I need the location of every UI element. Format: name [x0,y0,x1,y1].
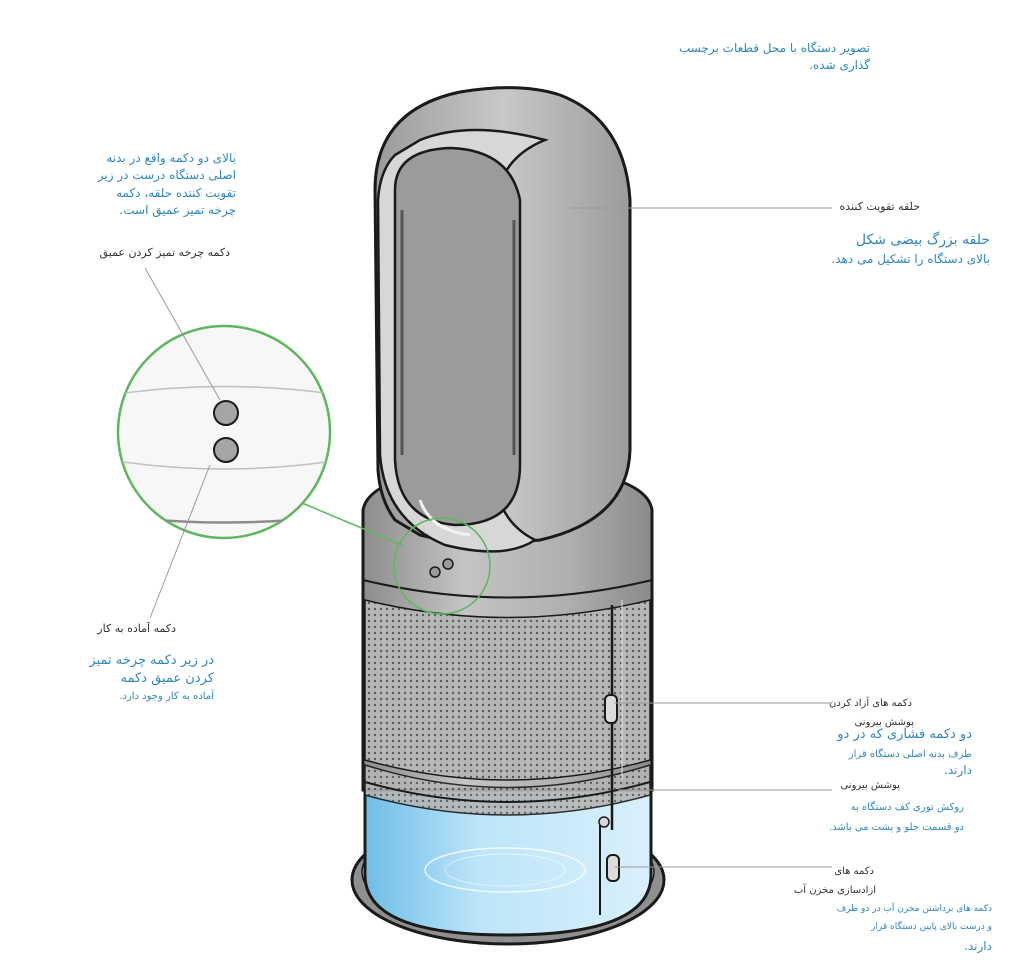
loop-amplifier [373,86,632,553]
buttons-intro-line-2: اصلی دستگاه درست در زیر [97,168,236,183]
diagram-caption: تصویر دستگاه با محل قطعات برچسب گذاری شد… [679,40,870,75]
shroud-release-title-line-2: پوشش بیرونی [854,717,914,728]
caption-line-1: تصویر دستگاه با محل قطعات برچسب [678,41,870,55]
standby-desc-line-3: آماده به کار وجود دارد. [119,691,214,703]
loop-amplifier-desc-line-1: حلقه بزرگ بیضی شکل [855,232,990,248]
buttons-intro-line-4: چرخه تمیز عمیق است. [119,203,236,218]
outer-shroud-description: روکش توری کف دستگاه به دو قسمت جلو و پشت… [829,798,964,838]
loop-amplifier-desc-line-2: بالای دستگاه را تشکیل می دهد. [831,251,990,266]
zoom-deep-clean-button [213,400,239,426]
deep-clean-button-label: دکمه چرخه تمیز کردن عمیق [99,246,230,259]
tank-release-description: دکمه های برداشتن مخزن آب در دو طرف و درس… [837,900,992,958]
shroud-release-title-line-1: دکمه های آزاد کردن [829,698,912,709]
shroud-release-desc-line-1: دو دکمه فشاری که در دو [837,727,972,742]
outer-shroud-desc-line-1: روکش توری کف دستگاه به [850,802,964,813]
shroud-release-description: دو دکمه فشاری که در دو طرف بدنه اصلی دست… [837,726,972,780]
water-tank [363,783,653,937]
tank-release-title-line-1: دکمه های [834,866,874,877]
standby-button-label: دکمه آماده به کار [97,622,176,635]
standby-button-description: در زیر دکمه چرخه تمیز کردن عمیق دکمه آما… [89,652,214,704]
outer-shroud-label: پوشش بیرونی [840,780,900,791]
tank-release-desc-line-2: و درست بالای پایین دستگاه قرار [871,922,992,932]
buttons-intro-line-1: بالای دو دکمه واقع در بدنه [106,151,236,165]
shroud-release-label: دکمه های آزاد کردن پوشش بیرونی [829,694,914,732]
buttons-intro-line-3: تقویت کننده حلقه، دکمه [116,185,236,200]
loop-amplifier-label: حلقه تقویت کننده [839,200,920,213]
tank-release-desc-line-3: دارند. [964,939,992,953]
standby-desc-line-1: در زیر دکمه چرخه تمیز [89,653,214,668]
standby-desc-line-2: کردن عمیق دکمه [120,670,214,686]
caption-line-2: گذاری شده. [809,58,870,73]
shroud-release-desc-line-3: دارند. [944,763,972,778]
outer-shroud-desc-line-2: دو قسمت جلو و پشت می باشد. [829,822,964,833]
tank-release-title-line-2: ازادسازی مخزن آب [793,885,876,896]
tank-release-desc-line-1: دکمه های برداشتن مخزن آب در دو طرف [836,904,992,914]
loop-amplifier-description: حلقه بزرگ بیضی شکل بالای دستگاه را تشکیل… [831,230,990,270]
main-body [361,463,654,882]
leader-lines [144,207,832,868]
buttons-intro-text: بالای دو دکمه واقع در بدنه اصلی دستگاه د… [98,150,236,220]
zoom-standby-button [213,437,239,463]
shroud-release-desc-line-2: طرف بدنه اصلی دستگاه قرار [848,748,972,760]
button-zoom-detail [116,324,491,615]
tank-release-label: دکمه های ازادسازی مخزن آب [793,862,876,900]
